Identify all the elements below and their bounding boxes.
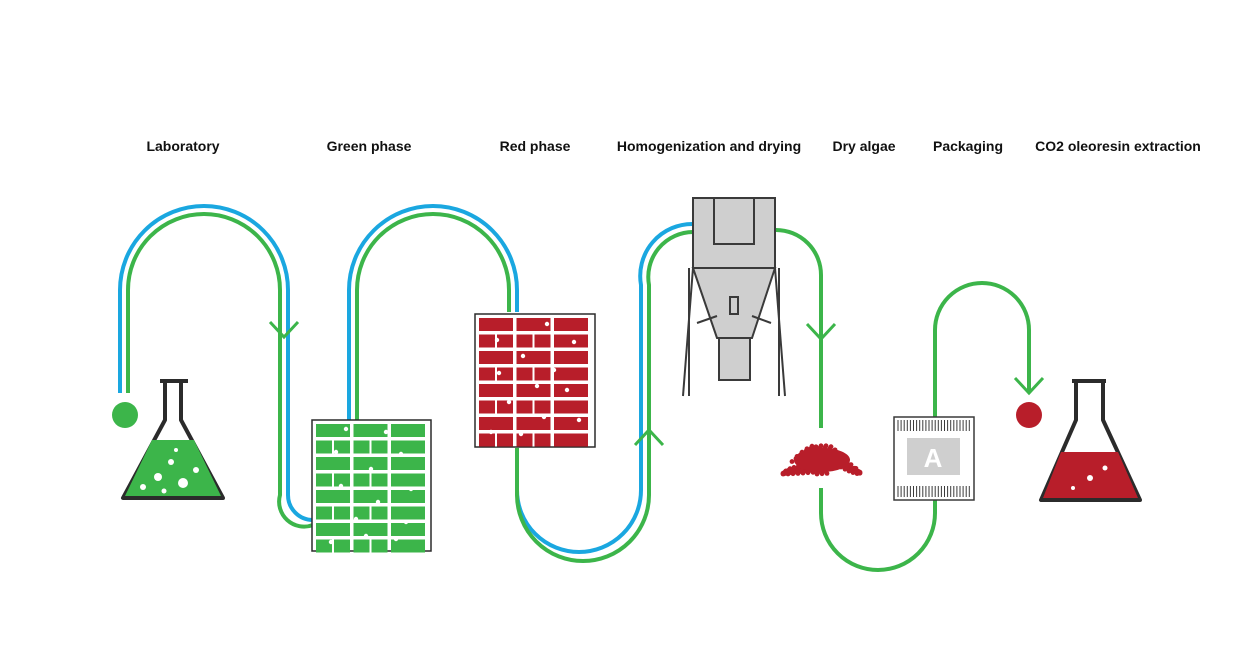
flow-arrow-down-icon [1013,376,1045,396]
package-letter: A [924,443,943,473]
start-dot-icon [112,402,138,428]
package-icon: A [893,416,975,501]
green-flow-line [126,212,1031,572]
stage-label-dry-algae: Dry algae [832,138,896,154]
red-phase-panel-icon [474,313,596,448]
blue-flow-line [118,204,694,554]
end-dot-icon [1016,402,1042,428]
stage-label-laboratory: Laboratory [146,138,220,154]
green-phase-panel-icon [311,419,432,553]
drying-silo-icon [682,197,786,397]
stage-label-homogenization: Homogenization and drying [616,138,802,154]
flow-arrow-down-icon [805,322,837,342]
green-flask-icon [121,379,225,500]
flow-arrow-down-icon [268,320,300,340]
red-flask-icon [1039,379,1142,502]
stage-label-red-phase: Red phase [499,138,571,154]
stage-label-packaging: Packaging [932,138,1004,154]
flow-arrow-up-icon [633,427,665,447]
dry-algae-powder-icon [780,443,863,477]
stage-label-green-phase: Green phase [326,138,412,154]
stage-label-co2-extraction: CO2 oleoresin extraction [1035,138,1201,154]
